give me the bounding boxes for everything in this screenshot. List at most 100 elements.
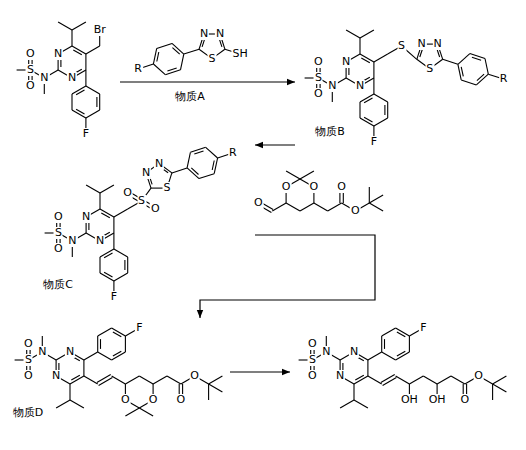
chemical-bond <box>451 376 465 384</box>
chemical-bond <box>359 38 360 54</box>
atom-label: O <box>460 394 471 406</box>
chemical-bond <box>359 102 360 118</box>
atom-label: N <box>53 48 63 60</box>
chemical-bond <box>100 273 114 281</box>
atom-label: F <box>135 322 143 334</box>
chemical-bond <box>97 336 98 352</box>
atom-label: OH <box>428 394 447 406</box>
chemical-bond <box>139 408 153 416</box>
chemical-bond <box>314 203 328 211</box>
chemical-bond <box>369 187 370 203</box>
atom-label: S <box>137 195 146 207</box>
atom-label: O <box>350 205 361 217</box>
chemical-bond <box>374 54 388 62</box>
chemical-bond <box>381 336 382 352</box>
chemical-bond <box>84 352 98 360</box>
chemical-bond <box>99 193 100 209</box>
chemical-bond <box>476 74 488 85</box>
chemical-bond <box>190 147 205 152</box>
chemical-bond <box>114 273 128 281</box>
atom-label: O <box>25 48 36 60</box>
atom-label: N <box>81 211 91 223</box>
compound: OSONNNFOHOHOO <box>290 318 518 418</box>
compound: OSONNNFBr <box>8 10 120 145</box>
chemical-bond <box>187 152 190 168</box>
atom-label: N <box>341 56 351 68</box>
chemical-bond <box>409 336 410 352</box>
chemical-bond <box>86 185 100 193</box>
chemical-bond <box>153 48 156 64</box>
chemical-bond <box>184 49 199 54</box>
atom-label: S <box>425 63 434 75</box>
compound: OSONNNFOSONNSR物质C <box>40 140 255 315</box>
chemical-bond <box>76 90 84 95</box>
chemical-bond <box>369 203 383 211</box>
atom-label: F <box>419 322 427 334</box>
chemical-bond <box>409 376 423 384</box>
atom-label: R <box>499 73 509 85</box>
chemical-bond <box>423 376 437 384</box>
chemical-bond <box>72 86 86 94</box>
chemical-bond <box>58 22 72 30</box>
chemical-bond <box>157 52 159 62</box>
chemical-bond <box>98 352 112 360</box>
chemical-bond <box>397 351 405 356</box>
chemical-bond <box>396 352 410 360</box>
atom-label: N <box>349 346 359 358</box>
atom-label: N <box>199 28 209 40</box>
reaction-arrow <box>200 235 375 318</box>
atom-label: S <box>314 72 323 84</box>
chemical-bond <box>346 30 360 38</box>
atom-label: S <box>26 64 35 76</box>
chemical-bond <box>86 86 100 94</box>
atom-label: O <box>23 338 34 350</box>
chemical-bond <box>72 22 86 30</box>
chemical-bond <box>112 352 126 360</box>
chemical-bond <box>101 213 110 218</box>
chemical-bond <box>493 384 507 392</box>
chemical-bond <box>458 64 461 80</box>
atom-label: N <box>51 370 61 382</box>
chemical-bond <box>167 376 181 384</box>
compound: OOOOO <box>250 163 390 223</box>
chemical-bond <box>97 375 111 383</box>
chemical-bond <box>113 351 121 356</box>
atom-label: S <box>54 227 63 239</box>
atom-label: OH <box>400 394 419 406</box>
chemical-bond <box>112 376 126 384</box>
chemical-bond <box>374 118 388 126</box>
chemical-bond <box>70 400 84 408</box>
chemical-bond <box>104 253 112 258</box>
atom-label: O <box>313 88 324 100</box>
compound: OSONNNFOOOO物质D <box>8 318 230 446</box>
atom-label: O <box>120 394 131 406</box>
atom-label: N <box>39 72 49 84</box>
chemical-bond <box>71 375 80 380</box>
chemical-bond <box>373 78 374 94</box>
chemical-bond <box>383 378 397 386</box>
chemical-bond <box>56 400 70 408</box>
chemical-bond <box>286 203 300 211</box>
chemical-bond <box>461 67 463 77</box>
chemical-bond <box>360 94 374 102</box>
chemical-bond <box>300 203 314 211</box>
chemical-bond <box>360 118 374 126</box>
chemical-bond <box>86 46 100 54</box>
atom-label: Br <box>93 24 107 36</box>
atom-label: SH <box>232 48 249 60</box>
chemical-bond <box>172 168 187 173</box>
chemical-bond <box>364 98 372 103</box>
chemical-bond <box>461 80 476 85</box>
compound: OSONNNFSNNSR物质B <box>295 10 517 152</box>
chemical-bond <box>194 151 203 154</box>
chemical-bond <box>382 352 396 360</box>
chemical-bond <box>340 400 354 408</box>
atom-label: O <box>25 80 36 92</box>
chemical-bond <box>214 158 217 174</box>
chemical-bond <box>127 257 128 273</box>
chemical-bond <box>354 376 368 384</box>
chemical-bond <box>360 54 374 62</box>
atom-label: O <box>23 370 34 382</box>
